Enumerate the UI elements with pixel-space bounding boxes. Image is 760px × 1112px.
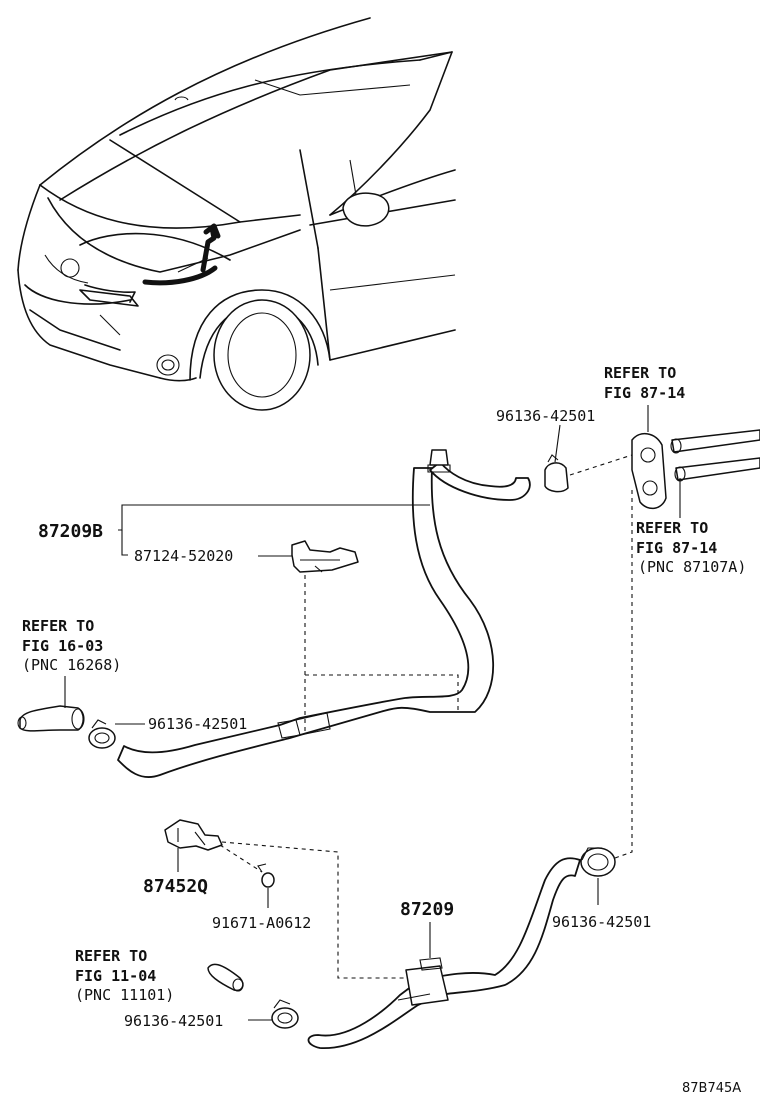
- bolt-91671: [257, 863, 275, 888]
- part-number-87209B: 87209B: [38, 521, 103, 542]
- part-number-96136-mid: 96136-42501: [148, 715, 247, 733]
- heater-core-flange: [631, 429, 760, 510]
- figure-code: 87B745A: [682, 1081, 741, 1096]
- refer-top-line2: FIG 87-14: [604, 384, 685, 402]
- part-number-87124-52020: 87124-52020: [134, 547, 233, 565]
- refer-right-line3: (PNC 87107A): [638, 558, 746, 576]
- part-number-96136-top: 96136-42501: [496, 407, 595, 425]
- part-number-87452Q: 87452Q: [143, 876, 208, 897]
- refer-right-line2: FIG 87-14: [636, 539, 717, 557]
- refer-11-04-line1: REFER TO: [75, 947, 147, 965]
- vehicle-illustration: [17, 17, 456, 411]
- clamp-bottom: [271, 999, 299, 1029]
- part-number-87209: 87209: [400, 899, 454, 920]
- clamp-top: [544, 454, 569, 493]
- upper-heater-hose: [117, 449, 531, 778]
- part-number-91671-A0612: 91671-A0612: [212, 914, 311, 932]
- lower-heater-hose: [307, 857, 581, 1049]
- refer-top-line1: REFER TO: [604, 364, 676, 382]
- bracket-87452Q: [164, 819, 223, 851]
- leader-lines: [64, 405, 681, 1021]
- pipe-fig-11-04: [207, 963, 244, 992]
- refer-16-03-line2: FIG 16-03: [22, 637, 103, 655]
- bracket-87124: [291, 540, 359, 573]
- refer-11-04-line3: (PNC 11101): [75, 986, 174, 1004]
- clamp-mid: [88, 719, 116, 749]
- labels: REFER TO FIG 87-14 96136-42501 87209B 87…: [22, 364, 746, 1096]
- refer-11-04-line2: FIG 11-04: [75, 967, 156, 985]
- part-number-96136-right: 96136-42501: [552, 913, 651, 931]
- refer-right-line1: REFER TO: [636, 519, 708, 537]
- part-number-96136-bottom: 96136-42501: [124, 1012, 223, 1030]
- refer-16-03-line3: (PNC 16268): [22, 656, 121, 674]
- refer-16-03-line1: REFER TO: [22, 617, 94, 635]
- pipe-fig-16-03: [17, 705, 85, 732]
- clamp-right: [580, 847, 616, 877]
